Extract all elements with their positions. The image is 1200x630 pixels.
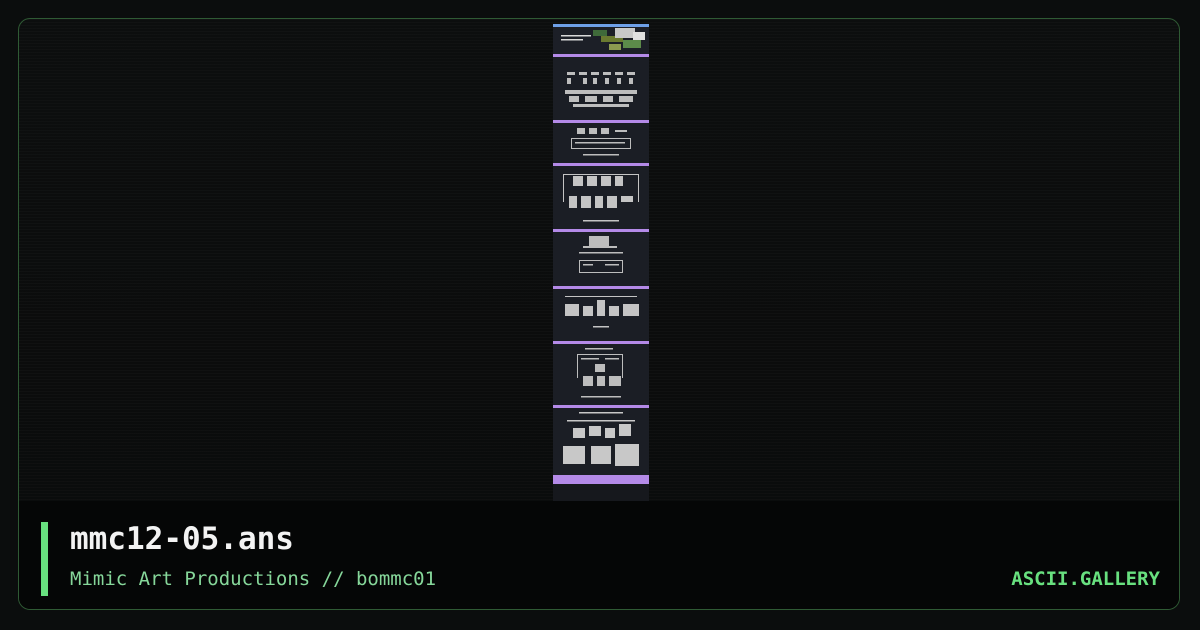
ansi-artwork-thumbnail bbox=[553, 24, 649, 504]
info-footer: mmc12-05.ans Mimic Art Productions // bo… bbox=[19, 501, 1179, 609]
preview-card: mmc12-05.ans Mimic Art Productions // bo… bbox=[18, 18, 1180, 610]
accent-bar bbox=[41, 522, 48, 596]
site-brand-link[interactable]: ASCII.GALLERY bbox=[1011, 568, 1160, 590]
file-title: mmc12-05.ans bbox=[70, 521, 294, 557]
artwork-preview-strip[interactable] bbox=[553, 24, 649, 504]
file-credit: Mimic Art Productions // bommc01 bbox=[70, 568, 437, 590]
